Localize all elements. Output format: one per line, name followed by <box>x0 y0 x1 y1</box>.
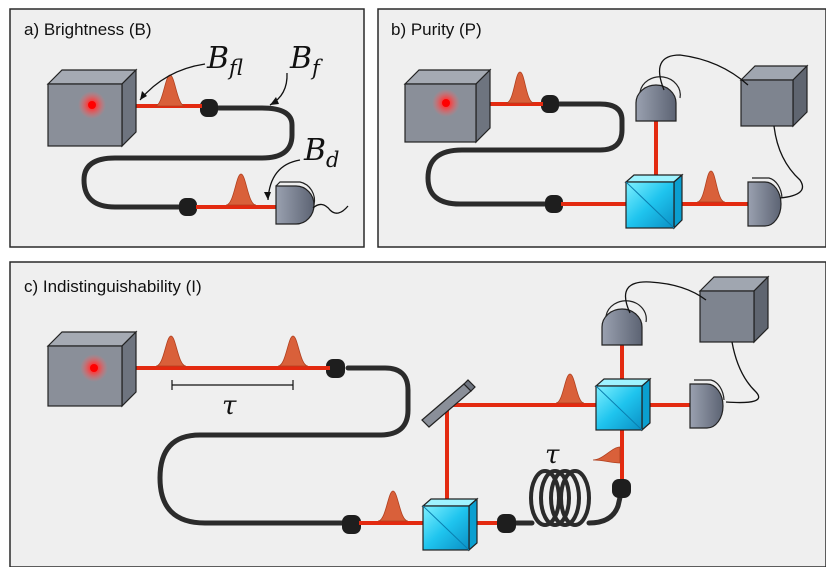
mirror-icon <box>421 379 476 428</box>
fiber-connector-icon <box>541 95 559 113</box>
label-tau-coil: τ <box>545 440 560 470</box>
detector-icon <box>689 379 725 429</box>
detector-icon <box>747 177 783 227</box>
photon-pulse-icon <box>696 170 726 203</box>
fiber-connector-icon <box>612 479 631 498</box>
panel-brightness: a) Brightness (B) <box>9 8 365 248</box>
panel-a-title: a) Brightness (B) <box>24 20 152 39</box>
panel-b-title: b) Purity (P) <box>391 20 482 39</box>
source-box-icon <box>46 330 138 408</box>
detector-cable <box>312 203 349 214</box>
fiber-connector-icon <box>342 515 361 534</box>
detector-cable <box>659 54 749 91</box>
photon-pulse-icon <box>377 490 409 522</box>
label-b-fl: Bfl <box>206 41 243 80</box>
detector-icon <box>601 300 647 346</box>
detector-cable <box>773 125 804 199</box>
fiber-path <box>425 101 625 207</box>
fiber-path <box>586 490 624 526</box>
pointer-arrowhead <box>270 97 279 105</box>
label-b-f: Bf <box>289 41 323 80</box>
correlator-box-icon <box>739 64 809 128</box>
fiber-connector-icon <box>179 198 197 216</box>
beamsplitter-icon <box>624 173 684 230</box>
detector-cable <box>624 281 707 314</box>
label-b-d: Bd <box>303 133 340 172</box>
fiber-connector-icon <box>497 514 516 533</box>
photon-pulse-icon <box>555 373 585 404</box>
beamsplitter-icon <box>594 377 652 432</box>
fiber-connector-icon <box>545 195 563 213</box>
photon-pulse-icon <box>155 335 187 367</box>
photon-pulse-icon <box>592 446 621 464</box>
detector-icon <box>635 76 681 122</box>
photon-pulse-icon <box>277 335 309 367</box>
pointer-arrowhead <box>140 91 147 100</box>
correlator-box-icon <box>698 275 770 344</box>
pointer-arrowhead <box>264 192 271 200</box>
source-box-icon <box>403 68 492 144</box>
fiber-path <box>157 365 411 526</box>
label-tau-delay: τ <box>222 391 237 421</box>
panel-c-title: c) Indistinguishability (I) <box>24 277 202 296</box>
panel-indistinguishability: c) Indistinguishability (I) τ <box>9 261 826 567</box>
fiber-connector-icon <box>326 359 345 378</box>
beamsplitter-icon <box>421 497 479 552</box>
photon-pulse-icon <box>225 173 257 206</box>
source-box-icon <box>46 68 138 148</box>
photon-pulse-icon <box>505 71 535 104</box>
fiber-path <box>81 105 295 210</box>
panel-purity: b) Purity (P) <box>377 8 826 248</box>
detector-cable <box>725 341 760 404</box>
fiber-coil-icon <box>529 469 591 527</box>
fiber-connector-icon <box>200 99 218 117</box>
